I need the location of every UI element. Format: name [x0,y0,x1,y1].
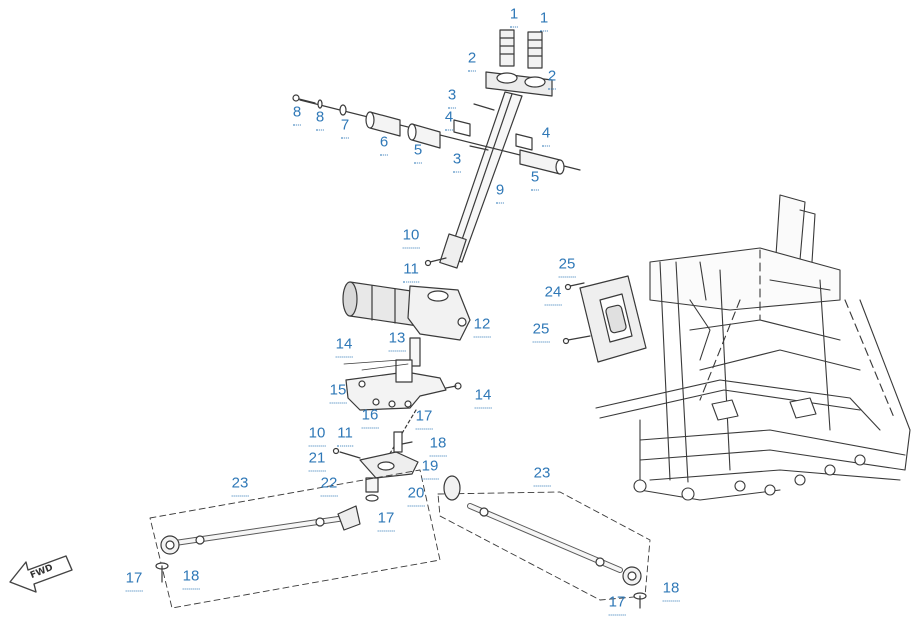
eps-controller [562,275,647,363]
part-callout-4: 4 [444,109,454,131]
part-callout-14: 14 [335,336,353,358]
part-callout-20: 20 [407,485,425,507]
fwd-arrow-icon [9,555,73,593]
part-callout-10: 10 [308,425,326,447]
part-callout-18: 18 [182,568,200,590]
part-callout-6: 6 [379,134,389,156]
part-callout-12: 12 [473,316,491,338]
part-callout-17: 17 [608,594,626,616]
part-callout-25: 25 [558,256,576,278]
part-callout-8: 8 [292,104,302,126]
part-callout-18: 18 [662,580,680,602]
upper-steering-column [447,29,553,263]
part-callout-22: 22 [320,475,338,497]
part-callout-18: 18 [429,435,447,457]
part-callout-10: 10 [402,227,420,249]
part-callout-8: 8 [315,109,325,131]
part-callout-21: 21 [308,450,326,472]
part-callout-2: 2 [467,50,477,72]
part-callout-15: 15 [329,382,347,404]
part-callout-1: 1 [539,10,549,32]
part-callout-11: 11 [337,425,353,447]
part-callout-5: 5 [413,142,423,164]
part-callout-9: 9 [495,182,505,204]
part-callout-3: 3 [452,151,462,173]
part-callout-17: 17 [377,510,395,532]
part-callout-17: 17 [125,570,143,592]
part-callout-23: 23 [533,465,551,487]
part-callout-16: 16 [361,407,379,429]
vehicle-frame [595,194,911,501]
right-tie-rod [437,475,651,609]
part-callout-3: 3 [447,87,457,109]
bushing-assembly [292,94,581,175]
part-callout-24: 24 [544,284,562,306]
part-callout-14: 14 [474,387,492,409]
eps-motor-assembly [342,233,471,367]
pitman-arm [332,409,419,502]
part-callout-19: 19 [421,458,439,480]
part-callout-11: 11 [403,261,419,283]
part-callout-23: 23 [231,475,249,497]
part-callout-2: 2 [547,68,557,90]
steering-bracket [343,359,462,411]
part-callout-1: 1 [509,6,519,28]
part-callout-17: 17 [415,408,433,430]
part-callout-5: 5 [530,169,540,191]
part-callout-7: 7 [340,117,350,139]
part-callout-25: 25 [532,321,550,343]
left-tie-rod [149,469,441,609]
part-callout-13: 13 [388,330,406,352]
part-callout-4: 4 [541,125,551,147]
